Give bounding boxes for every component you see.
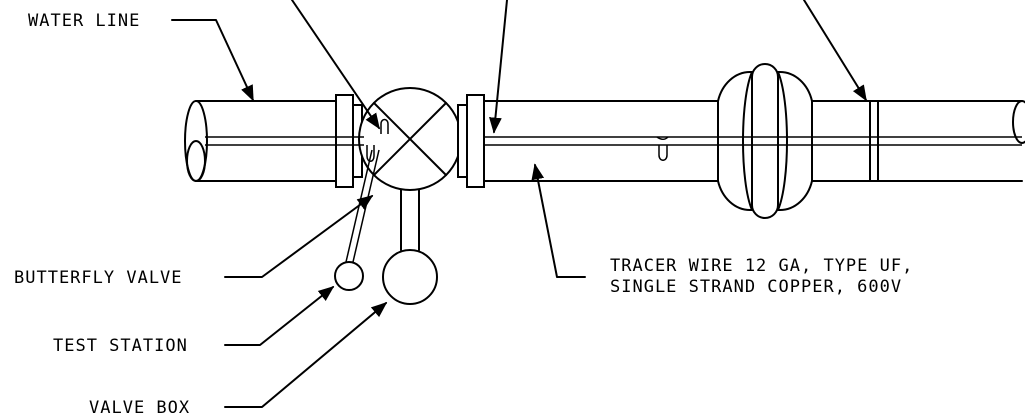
leader-test-station: [224, 286, 335, 346]
pipe-middle-segment: [483, 100, 719, 182]
pipe-left-end: [186, 140, 206, 182]
pipe-left-segment: [184, 100, 339, 182]
leader-butterfly-valve: [224, 195, 374, 278]
leader-tracer-wire: [531, 163, 586, 278]
pipe-band: [869, 100, 879, 182]
leader-top-right: [803, 0, 867, 102]
label-water-line: WATER LINE: [28, 11, 140, 31]
label-valve-box: VALVE BOX: [89, 398, 190, 414]
label-test-station: TEST STATION: [53, 336, 188, 356]
test-station-circle: [334, 261, 364, 291]
valve-box-circle: [382, 249, 438, 305]
label-butterfly-valve: BUTTERFLY VALVE: [14, 268, 183, 288]
leader-top-left: [291, 0, 380, 130]
label-tracer-wire-line2: SINGLE STRAND COPPER, 600V: [610, 277, 902, 297]
valve-stem: [400, 189, 420, 251]
flange-right-inner: [457, 104, 468, 178]
label-tracer-wire-line1: TRACER WIRE 12 GA, TYPE UF,: [610, 256, 913, 276]
pipe-coupling: [717, 63, 813, 219]
butterfly-valve-body: [358, 87, 462, 191]
leader-water-line: [171, 19, 254, 102]
pipe-right-segment: [811, 100, 1025, 182]
tracer-wire: [205, 118, 1022, 162]
leader-top-middle: [489, 0, 508, 134]
leader-valve-box: [224, 301, 388, 408]
flange-left: [335, 94, 354, 188]
flange-right: [466, 94, 485, 188]
